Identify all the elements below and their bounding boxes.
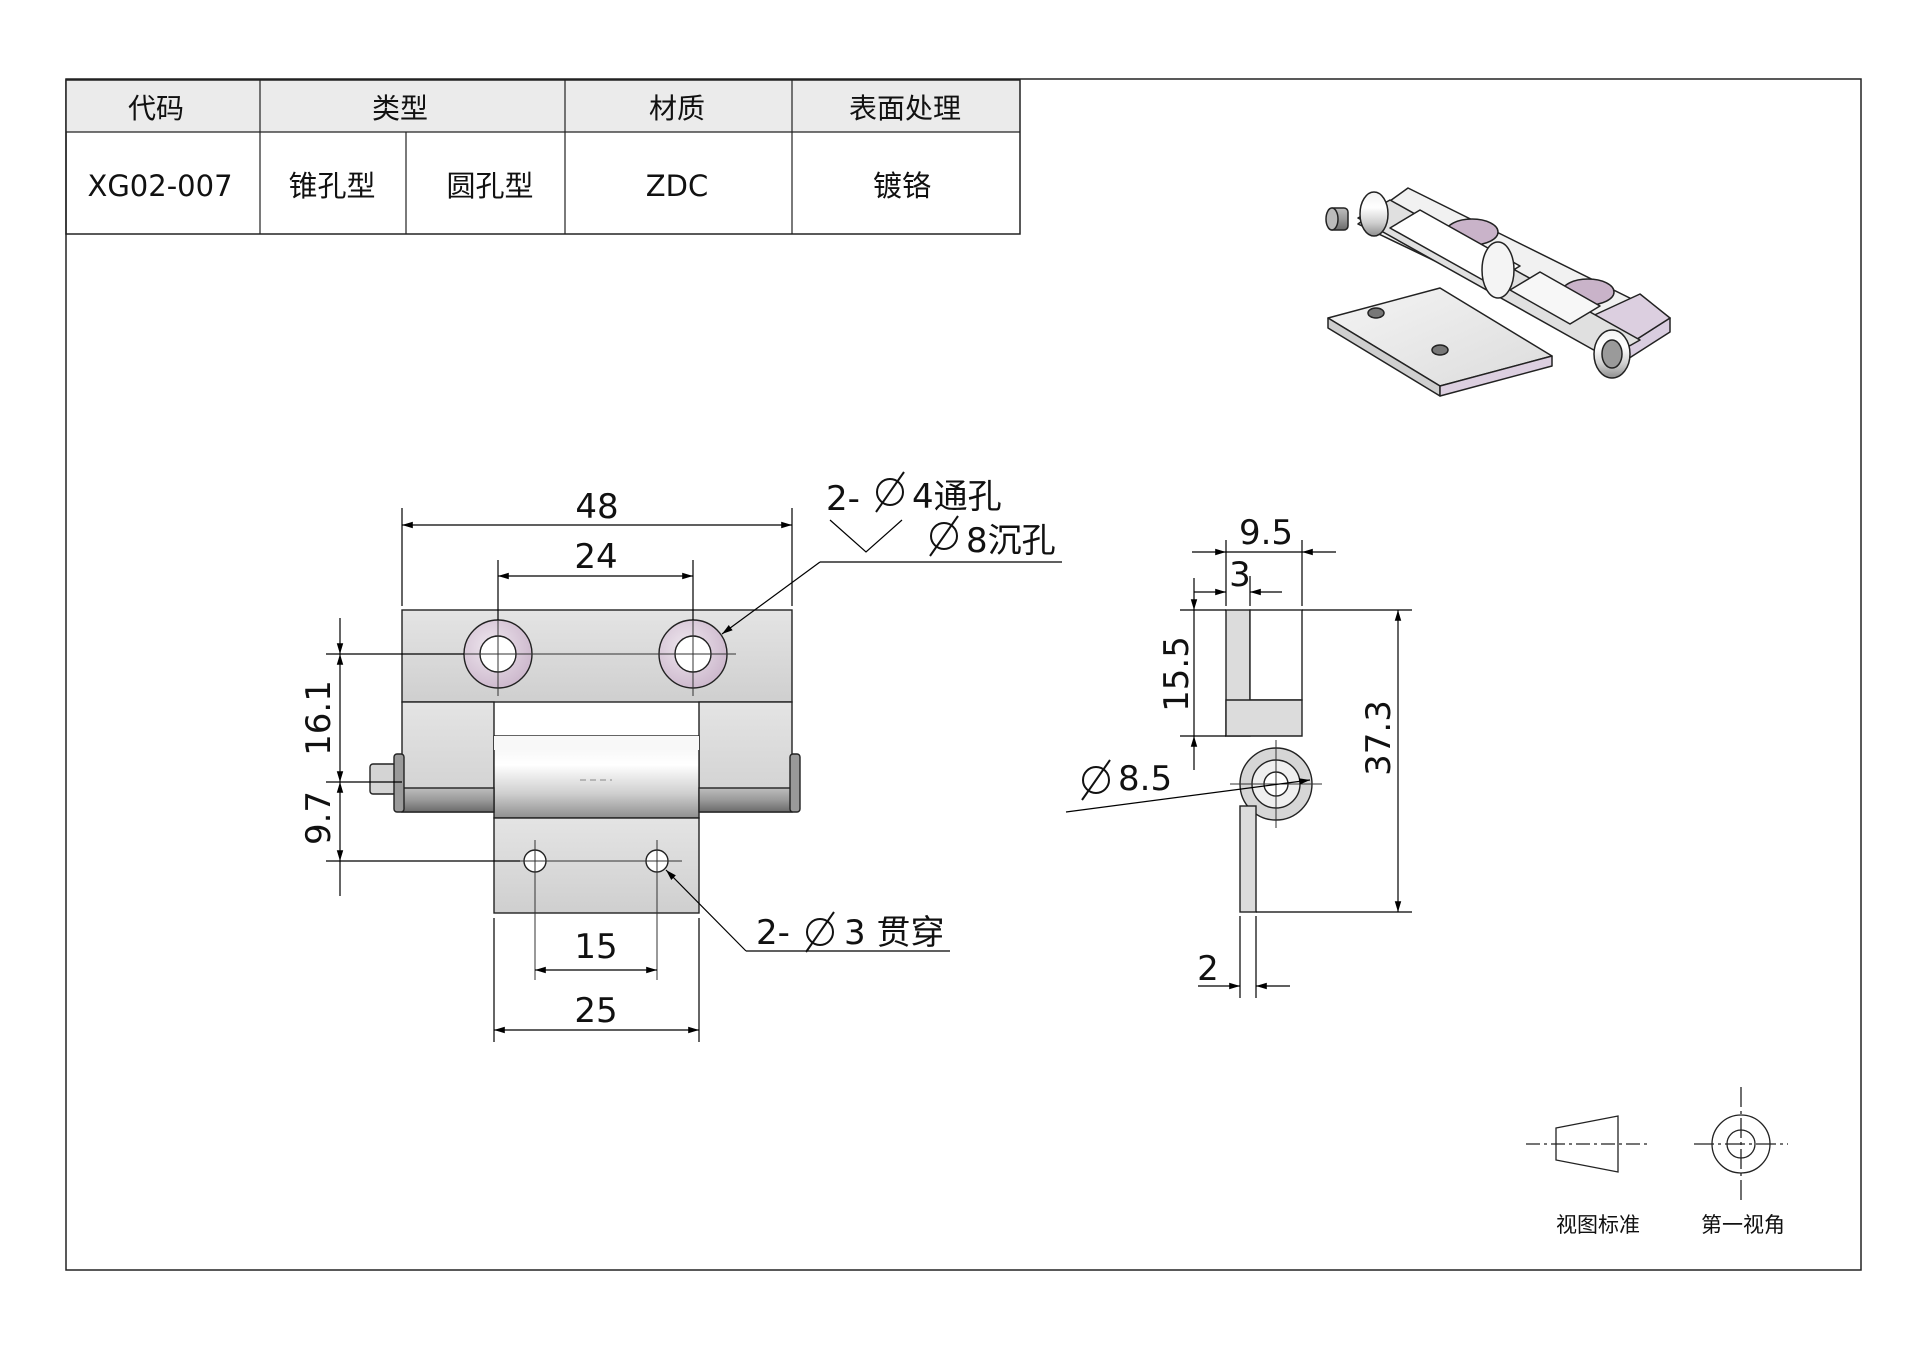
note-countersink-prefix: 2- [826,479,860,519]
header-material: 材质 [649,92,705,125]
header-code: 代码 [128,92,184,125]
note-countersink-sink: 8沉孔 [966,521,1056,561]
dim-leaf-width: 25 [574,991,617,1031]
dim-hole-spacing-top: 24 [574,537,617,577]
dim-total-height: 37.3 [1359,700,1399,776]
note-through-hole-prefix: 2- [756,913,790,953]
dim-hole-to-pin: 16.1 [299,680,339,756]
spec-table: 代码 类型 材质 表面处理 XG02-007 锥孔型 圆孔型 ZDC 镀铬 [65,79,1021,235]
cell-code: XG02-007 [87,169,232,203]
pin-head-left [369,763,397,795]
pin-head-right [789,753,801,813]
front-centerlines [460,612,736,980]
legend-view-standard: 视图标准 [1556,1213,1640,1237]
header-type: 类型 [372,92,428,125]
dim-leaf-thickness-top: 3 [1229,555,1251,595]
diameter-symbol-icon [929,515,959,557]
diameter-symbol-icon [805,911,835,953]
note-countersink-through: 4通孔 [912,477,1002,517]
dim-overall-width: 48 [575,487,618,527]
cell-type-round: 圆孔型 [446,169,533,203]
diameter-symbol-icon [875,471,905,513]
dim-top-width: 9.5 [1239,513,1293,553]
isometric-view [1325,187,1671,397]
dim-leaf-thickness-bottom: 2 [1197,949,1219,989]
note-through-hole: 3 贯穿 [844,913,944,953]
dim-hole-spacing-bottom: 15 [574,927,617,967]
front-view [369,609,801,914]
cell-type-countersunk: 锥孔型 [288,169,375,203]
pin-strip-right [698,787,793,813]
cell-finish: 镀铬 [873,169,931,203]
cell-material: ZDC [646,169,708,203]
dim-knuckle-dia: 8.5 [1118,759,1172,799]
header-finish: 表面处理 [849,92,961,125]
legend-first-angle: 第一视角 [1701,1213,1785,1237]
upper-leaf [401,609,793,703]
side-lower-leaf [1239,805,1257,913]
projection-legend [1526,1087,1788,1200]
diameter-symbol-icon [1081,759,1111,801]
dim-upper-height: 15.5 [1157,636,1197,712]
view-standard-icon [1526,1115,1650,1173]
dim-pin-to-hole: 9.7 [299,791,339,845]
side-dimensions [1065,540,1412,998]
side-view [1225,609,1313,913]
first-angle-icon [1694,1087,1788,1200]
front-dimensions [326,508,1062,1042]
pin-strip-left [401,787,495,813]
sheet-border [65,78,1862,1271]
